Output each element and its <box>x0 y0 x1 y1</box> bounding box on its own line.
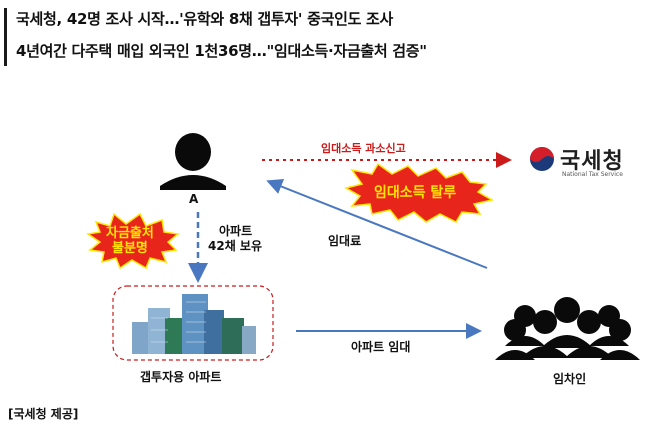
tenants-label: 임차인 <box>553 372 587 386</box>
fund-source-label-1: 자금출처 <box>106 226 154 241</box>
headline-line-1: 국세청, 42명 조사 시작…'유학와 8채 갭투자' 중국인도 조사 <box>16 10 394 28</box>
apartment-frame <box>112 285 274 361</box>
apartment-buildings-icon <box>132 294 256 354</box>
image-caption: [국세청 제공] <box>8 407 79 421</box>
apartment-owned-label-2: 42채 보유 <box>208 239 262 253</box>
apartment-lease-label: 아파트 임대 <box>351 340 411 354</box>
nts-logo-icon <box>530 147 554 171</box>
nts-name-ko: 국세청 <box>560 149 624 174</box>
rent-arrow <box>266 178 488 269</box>
underreport-label: 임대소득 과소신고 <box>321 142 406 155</box>
tax-evasion-badge <box>344 162 495 223</box>
fund-source-badge <box>86 212 180 270</box>
person-a-icon <box>160 133 226 190</box>
headline-bar <box>4 8 7 66</box>
tenants-icon <box>495 297 640 360</box>
tax-evasion-label: 임대소득 탈루 <box>374 185 457 201</box>
headline-line-2: 4년여간 다주택 매입 외국인 1천36명…"임대소득·자금출처 검증" <box>16 42 427 60</box>
fund-source-label-2: 불분명 <box>112 241 148 256</box>
apartment-owned-label-1: 아파트 <box>219 224 253 238</box>
apartment-label: 갭투자용 아파트 <box>140 370 222 384</box>
person-a-label: A <box>189 192 199 206</box>
nts-name-en: National Tax Service <box>562 171 623 178</box>
rent-label: 임대료 <box>328 234 362 248</box>
